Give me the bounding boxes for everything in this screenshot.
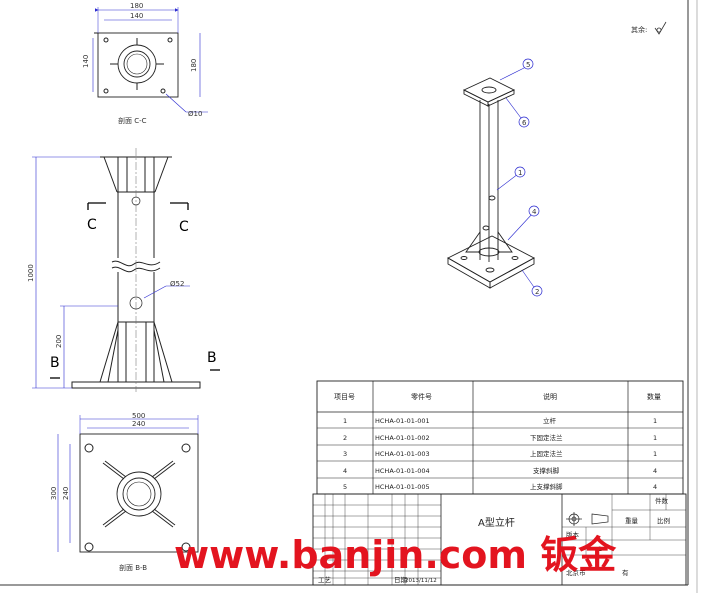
bb-dim-inner-width: 240 <box>132 420 145 428</box>
cc-dim-inner-width: 140 <box>130 12 143 20</box>
balloon-4-label: 4 <box>532 208 537 216</box>
cc-dim-outer-width: 180 <box>130 2 143 10</box>
process-label: 工艺 <box>318 576 332 584</box>
table-cell: 1 <box>653 450 657 458</box>
company-fragment: 北京市 <box>566 568 586 577</box>
cut-c-right-label: C <box>179 219 189 235</box>
balloon-5-label: 5 <box>526 61 530 69</box>
cut-b-left-label: B <box>50 355 60 371</box>
cc-caption: 剖面 C-C <box>118 116 147 125</box>
table-cell: 4 <box>653 467 657 475</box>
table-cell: 5 <box>343 483 347 491</box>
version-label: 版本 <box>566 530 580 539</box>
table-cell: 下固定法兰 <box>530 433 563 442</box>
scale-label: 比例 <box>657 516 670 525</box>
bb-caption: 剖面 B-B <box>119 563 147 572</box>
projection-symbol-icon <box>566 512 609 526</box>
table-cell: 上固定法兰 <box>530 449 563 458</box>
date-label: 日期 <box>394 576 408 584</box>
weight-label: 重量 <box>625 517 639 525</box>
version-value: 1 <box>598 545 602 553</box>
balloon-2-label: 2 <box>535 288 539 296</box>
balloon-1-label: 1 <box>518 169 522 177</box>
cc-dim-right-height: 180 <box>190 59 198 72</box>
table-cell: 上支撑斜脚 <box>530 482 563 491</box>
table-cell: HCHA-01-01-004 <box>375 467 430 475</box>
table-cell: 1 <box>343 417 347 425</box>
table-cell: HCHA-01-01-003 <box>375 450 430 458</box>
table-cell: HCHA-01-01-005 <box>375 483 430 491</box>
balloon-2: 2 <box>521 269 543 297</box>
isometric-view <box>447 77 535 289</box>
bb-dim-outer-width: 500 <box>132 412 145 420</box>
dim-lower-height: 200 <box>55 335 63 348</box>
roughness-symbol-icon <box>654 21 667 35</box>
table-cell: 1 <box>653 434 657 442</box>
balloon-4: 4 <box>507 205 540 241</box>
table-cell: 4 <box>343 467 347 475</box>
parts-table: 项目号 零件号 说明 数量 1 HCHA-01-01-001 立杆 1 2 HC… <box>316 380 684 495</box>
bb-dim-outer-height: 300 <box>50 487 58 500</box>
table-cell: 3 <box>343 450 347 458</box>
cut-c-left-label: C <box>87 217 97 233</box>
table-cell: HCHA-01-01-001 <box>375 417 430 425</box>
balloon-1: 1 <box>496 166 526 191</box>
balloon-5: 5 <box>499 58 534 81</box>
drawing-title: A型立杆 <box>478 516 515 529</box>
cc-hole-callout: Ø10 <box>188 110 202 118</box>
table-header-part: 零件号 <box>411 392 432 401</box>
company-fragment-2: 有 <box>622 568 629 577</box>
pipe-callout: Ø52 <box>170 280 184 288</box>
cc-dim-left-height: 140 <box>82 55 90 68</box>
watermark-text: www.banjin.com 钣金 <box>174 533 617 577</box>
cut-b-right-label: B <box>207 350 217 366</box>
table-cell: HCHA-01-01-002 <box>375 434 430 442</box>
title-block <box>312 493 687 586</box>
table-header-item: 项目号 <box>334 393 355 401</box>
table-cell: 支撑斜脚 <box>533 466 560 475</box>
balloon-6: 6 <box>505 97 530 128</box>
table-cell: 1 <box>653 417 657 425</box>
date-value: 2013/11/12 <box>405 578 437 584</box>
table-header-qty: 数量 <box>647 392 661 401</box>
front-view: Ø52 1000 200 C C B B <box>27 148 220 392</box>
table-cell: 4 <box>653 483 657 491</box>
table-cell: 立杆 <box>543 416 557 425</box>
table-header-desc: 说明 <box>543 392 557 401</box>
bb-dim-inner-height: 240 <box>62 487 70 500</box>
section-bb-view: 500 240 300 240 剖面 B-B <box>50 412 199 572</box>
roughness-label: 其余: <box>631 25 647 34</box>
dim-total-height: 1000 <box>27 264 35 282</box>
table-cell: 2 <box>343 434 347 442</box>
balloon-6-label: 6 <box>522 119 527 127</box>
section-cc-view: 180 140 140 180 Ø10 剖面 C-C <box>82 2 208 125</box>
sheet-label: 件数 <box>655 496 669 505</box>
